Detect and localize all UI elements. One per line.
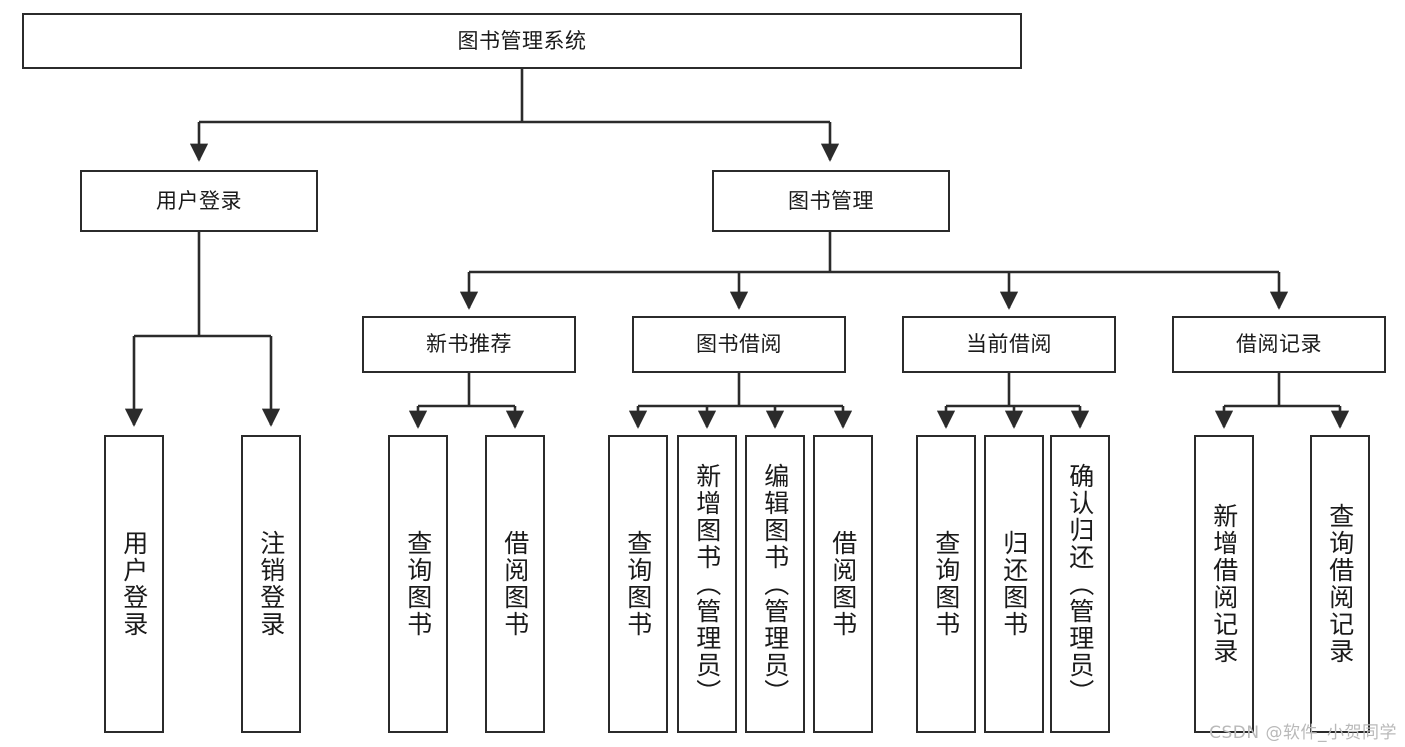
edges-root-to-level1: [189, 68, 840, 162]
node-leaf-confirm-return-admin[interactable]: 确认归还（管理员）: [1050, 435, 1110, 733]
node-book-management[interactable]: 图书管理: [712, 170, 950, 232]
node-label: 查询图书: [623, 530, 653, 638]
node-label: 查询图书: [931, 530, 961, 638]
node-label: 图书管理: [788, 188, 874, 213]
node-label: 注销登录: [256, 530, 286, 638]
node-leaf-add-book-admin[interactable]: 新增图书（管理员）: [677, 435, 737, 733]
node-borrow-record[interactable]: 借阅记录: [1172, 316, 1386, 373]
node-label: 确认归还（管理员）: [1065, 462, 1095, 706]
node-label: 查询借阅记录: [1325, 503, 1355, 665]
node-leaf-return-book[interactable]: 归还图书: [984, 435, 1044, 733]
node-leaf-query-book-2[interactable]: 查询图书: [608, 435, 668, 733]
node-label: 新增图书（管理员）: [692, 462, 722, 706]
node-leaf-query-book-1[interactable]: 查询图书: [388, 435, 448, 733]
node-label: 借阅图书: [828, 530, 858, 638]
node-leaf-query-book-3[interactable]: 查询图书: [916, 435, 976, 733]
node-leaf-edit-book-admin[interactable]: 编辑图书（管理员）: [745, 435, 805, 733]
node-label: 图书借阅: [696, 332, 782, 357]
node-label: 图书管理系统: [457, 28, 587, 53]
node-book-management-system[interactable]: 图书管理系统: [22, 13, 1022, 69]
node-label: 归还图书: [999, 530, 1029, 638]
node-label: 用户登录: [119, 530, 149, 638]
node-book-borrow[interactable]: 图书借阅: [632, 316, 846, 373]
edges-bookmanage-to-level2: [459, 232, 1289, 310]
node-label: 借阅记录: [1236, 332, 1322, 357]
node-label: 借阅图书: [500, 530, 530, 638]
node-leaf-logout-login[interactable]: 注销登录: [241, 435, 301, 733]
node-leaf-borrow-book-2[interactable]: 借阅图书: [813, 435, 873, 733]
node-new-book-recommend[interactable]: 新书推荐: [362, 316, 576, 373]
node-current-borrow[interactable]: 当前借阅: [902, 316, 1116, 373]
watermark: CSDN @软件_小贺同学: [1209, 723, 1397, 743]
edges-newbook-to-leaves: [408, 373, 525, 429]
node-leaf-add-borrow-record[interactable]: 新增借阅记录: [1194, 435, 1254, 733]
edges-userlogin-to-leaves: [124, 232, 281, 427]
node-leaf-borrow-book-1[interactable]: 借阅图书: [485, 435, 545, 733]
node-label: 查询图书: [403, 530, 433, 638]
node-label: 当前借阅: [966, 332, 1052, 357]
node-user-login[interactable]: 用户登录: [80, 170, 318, 232]
node-label: 新书推荐: [426, 332, 512, 357]
node-leaf-user-login[interactable]: 用户登录: [104, 435, 164, 733]
edges-borrowrecord-to-leaves: [1214, 373, 1350, 429]
node-label: 用户登录: [156, 188, 242, 213]
node-leaf-query-borrow-record[interactable]: 查询借阅记录: [1310, 435, 1370, 733]
edges-currentborrow-to-leaves: [936, 373, 1090, 429]
node-label: 新增借阅记录: [1209, 503, 1239, 665]
edges-bookborrow-to-leaves: [628, 373, 853, 429]
node-label: 编辑图书（管理员）: [760, 462, 790, 706]
